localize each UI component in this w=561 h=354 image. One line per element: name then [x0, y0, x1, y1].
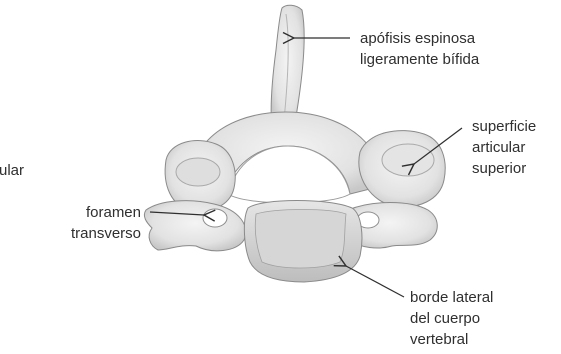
superior-articular-label: superficie articular superior — [472, 116, 536, 179]
superior-articular-label-line2: articular — [472, 137, 536, 158]
cut-off-label-text: ular — [0, 160, 24, 181]
transverse-foramen-label-line1: foramen — [60, 202, 141, 223]
transverse-foramen-label-line2: transverso — [60, 223, 141, 244]
left-transverse-process-shape — [144, 201, 245, 251]
superior-articular-label-line1: superficie — [472, 116, 536, 137]
cut-off-label: ular — [0, 160, 24, 181]
left-articular-mass-shape — [165, 141, 235, 211]
body-border-label-line1: borde lateral — [410, 287, 493, 308]
body-border-label-line3: vertebral — [410, 329, 493, 350]
spinous-process-label-line1: apófisis espinosa — [360, 28, 479, 49]
spinous-process-label: apófisis espinosa ligeramente bífida — [360, 28, 479, 70]
spinous-process-shape — [271, 5, 304, 128]
transverse-foramen-label: foramen transverso — [60, 202, 141, 244]
spinous-process-label-line2: ligeramente bífida — [360, 49, 479, 70]
body-border-label-line2: del cuerpo — [410, 308, 493, 329]
vertebral-body-shape — [244, 201, 362, 283]
superior-articular-label-line3: superior — [472, 158, 536, 179]
body-border-arrow — [346, 266, 404, 297]
body-border-label: borde lateral del cuerpo vertebral — [410, 287, 493, 350]
right-articular-mass-shape — [359, 131, 445, 207]
